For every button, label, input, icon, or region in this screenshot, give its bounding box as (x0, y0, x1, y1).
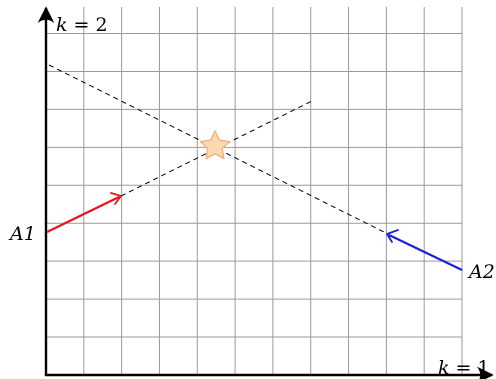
point-label-a2: A2 (467, 261, 495, 283)
arrow-a2-head (386, 229, 399, 243)
arrow-a1-head (110, 192, 122, 205)
grid (46, 7, 463, 376)
point-label-a1: A1 (8, 223, 36, 245)
y-axis-label: k = 2 (56, 14, 108, 36)
arrow-a1 (46, 196, 120, 233)
star-icon (199, 130, 231, 160)
arrow-a2 (388, 234, 463, 271)
x-axis-label: k = 1 (438, 357, 490, 379)
